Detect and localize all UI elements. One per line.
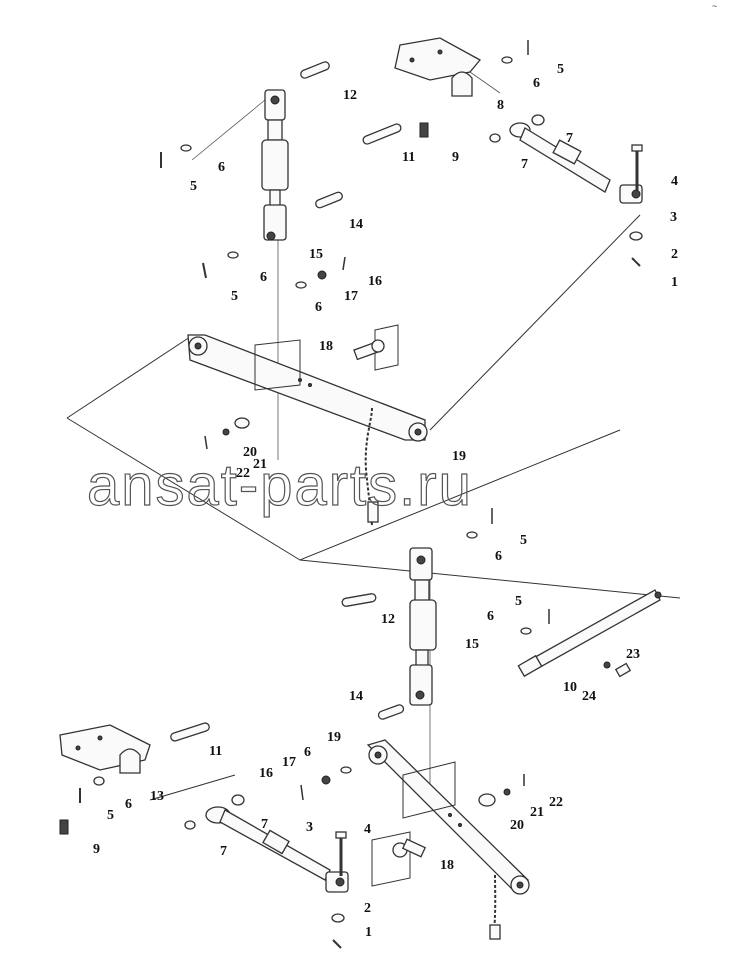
upper-label-5b: 5 bbox=[190, 179, 197, 194]
upper-pin-1 bbox=[631, 257, 641, 267]
lower-label-12: 12 bbox=[381, 612, 395, 627]
upper-bracket-8 bbox=[394, 37, 501, 97]
upper-lift-rod-3 bbox=[489, 114, 643, 204]
upper-label-5a: 5 bbox=[557, 62, 564, 77]
lower-label-17: 17 bbox=[282, 755, 296, 770]
lower-label-7b: 7 bbox=[220, 844, 227, 859]
watermark-text: ansat-parts.ru bbox=[87, 453, 473, 518]
upper-pin-11 bbox=[362, 123, 402, 145]
upper-plane-b bbox=[374, 324, 399, 371]
lower-ball-18 bbox=[392, 838, 427, 858]
upper-label-14: 14 bbox=[349, 217, 363, 232]
upper-label-1: 1 bbox=[671, 275, 678, 290]
upper-label-8: 8 bbox=[497, 98, 504, 113]
upper-label-7a: 7 bbox=[566, 131, 573, 146]
page-id: ~ bbox=[712, 1, 717, 11]
upper-frame-right bbox=[429, 214, 641, 431]
lower-label-6d: 6 bbox=[304, 745, 311, 760]
lower-label-23: 23 bbox=[626, 647, 640, 662]
lower-pin-12 bbox=[341, 593, 377, 607]
lower-label-5a: 5 bbox=[520, 533, 527, 548]
lower-label-15: 15 bbox=[465, 637, 479, 652]
upper-label-7b: 7 bbox=[521, 157, 528, 172]
lower-label-22: 22 bbox=[549, 795, 563, 810]
upper-label-22: 22 bbox=[236, 466, 250, 481]
lower-label-20: 20 bbox=[510, 818, 524, 833]
upper-plane-a bbox=[254, 339, 301, 391]
lower-label-21: 21 bbox=[530, 805, 544, 820]
lower-cross-shaft-23 bbox=[517, 589, 662, 678]
lower-label-11: 11 bbox=[209, 744, 222, 759]
upper-lower-link bbox=[187, 334, 428, 442]
lower-top-link bbox=[409, 547, 437, 706]
upper-label-5c: 5 bbox=[231, 289, 238, 304]
upper-leader-6 bbox=[191, 99, 266, 161]
upper-label-4: 4 bbox=[671, 174, 678, 189]
upper-label-21: 21 bbox=[253, 457, 267, 472]
upper-label-6c: 6 bbox=[260, 270, 267, 285]
lower-plane-b bbox=[371, 831, 411, 887]
lower-nut-10 bbox=[603, 661, 611, 669]
lower-label-6b: 6 bbox=[487, 609, 494, 624]
lower-label-6c: 6 bbox=[125, 797, 132, 812]
upper-ball-18 bbox=[353, 339, 385, 361]
lower-lift-rod-3 bbox=[184, 794, 349, 893]
lower-label-6a: 6 bbox=[495, 549, 502, 564]
upper-pin-12 bbox=[300, 61, 330, 79]
lower-label-4: 4 bbox=[364, 822, 371, 837]
lower-label-19: 19 bbox=[327, 730, 341, 745]
upper-label-19: 19 bbox=[452, 449, 466, 464]
upper-label-18: 18 bbox=[319, 339, 333, 354]
lower-label-9: 9 bbox=[93, 842, 100, 857]
lower-frame-top bbox=[299, 559, 681, 599]
upper-label-9: 9 bbox=[452, 150, 459, 165]
lower-pin-1 bbox=[332, 939, 342, 949]
upper-frame-line bbox=[66, 336, 191, 419]
lower-plane-a bbox=[402, 761, 456, 819]
upper-washer-6 bbox=[180, 144, 192, 152]
upper-label-3: 3 bbox=[670, 210, 677, 225]
lower-label-10: 10 bbox=[563, 680, 577, 695]
upper-pin-14 bbox=[315, 191, 343, 209]
lower-label-3: 3 bbox=[306, 820, 313, 835]
lower-washer-2 bbox=[331, 913, 345, 923]
lower-label-13: 13 bbox=[150, 789, 164, 804]
lower-assembly: 1 2 3 4 5 5 5 6 6 6 6 7 7 9 10 11 12 13 … bbox=[59, 508, 681, 949]
lower-pin-14 bbox=[377, 704, 405, 720]
upper-label-17: 17 bbox=[344, 289, 358, 304]
lower-label-2: 2 bbox=[364, 901, 371, 916]
upper-top-link bbox=[261, 89, 289, 241]
lower-lower-link bbox=[366, 739, 530, 895]
upper-label-6b: 6 bbox=[218, 160, 225, 175]
lower-label-24: 24 bbox=[582, 689, 596, 704]
upper-label-15: 15 bbox=[309, 247, 323, 262]
lower-label-7a: 7 bbox=[261, 817, 268, 832]
lower-label-1: 1 bbox=[365, 925, 372, 940]
lower-pin-11 bbox=[170, 722, 210, 742]
upper-washer-2 bbox=[629, 231, 643, 241]
lower-bracket-13 bbox=[59, 724, 151, 774]
upper-label-6d: 6 bbox=[315, 300, 322, 315]
lower-label-18: 18 bbox=[440, 858, 454, 873]
lower-chain bbox=[489, 874, 501, 940]
lower-key-24 bbox=[614, 662, 632, 678]
lower-label-5c: 5 bbox=[107, 808, 114, 823]
upper-label-12: 12 bbox=[343, 88, 357, 103]
lower-bolt-9 bbox=[59, 819, 69, 835]
upper-label-2: 2 bbox=[671, 247, 678, 262]
lower-label-5b: 5 bbox=[515, 594, 522, 609]
upper-label-11: 11 bbox=[402, 150, 415, 165]
upper-chain bbox=[364, 407, 379, 526]
lower-label-16: 16 bbox=[259, 766, 273, 781]
upper-label-6a: 6 bbox=[533, 76, 540, 91]
upper-bolt-9 bbox=[419, 122, 429, 138]
upper-label-20: 20 bbox=[243, 445, 257, 460]
lower-frame-left bbox=[149, 774, 236, 801]
lower-label-14: 14 bbox=[349, 689, 363, 704]
upper-label-16: 16 bbox=[368, 274, 382, 289]
upper-assembly: 1 2 3 4 5 5 5 6 6 6 6 7 7 8 9 11 12 14 1… bbox=[66, 37, 678, 561]
